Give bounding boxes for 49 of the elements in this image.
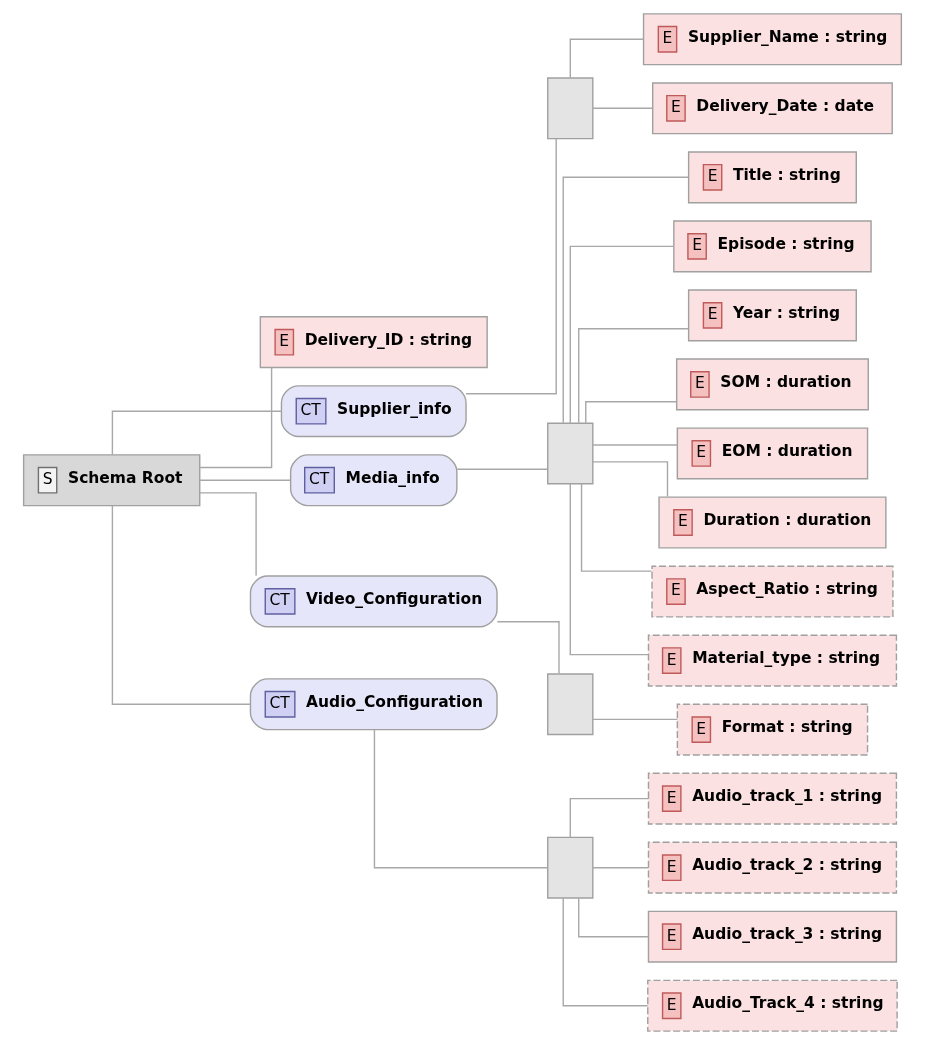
- node-box: E Duration : duration: [658, 496, 887, 549]
- connector: [592, 718, 678, 721]
- connector: [569, 483, 650, 656]
- node-box: E EOM : duration: [676, 427, 869, 480]
- connector: [569, 245, 675, 424]
- node-box: E Audio_track_3 : string: [647, 910, 898, 963]
- connector: [562, 897, 649, 1007]
- connector: [199, 479, 291, 481]
- node-box: E Delivery_ID : string: [259, 316, 488, 369]
- node-box: E Audio_track_2 : string: [647, 841, 898, 894]
- connector: [585, 401, 678, 424]
- connector: [456, 468, 549, 470]
- node-box: E Material_type : string: [647, 634, 898, 687]
- node-box: E Year : string: [687, 289, 857, 342]
- node-box: E Format : string: [676, 703, 869, 756]
- connector: [592, 444, 678, 446]
- node-box: CT Audio_Configuration: [249, 678, 498, 731]
- node-box: E Aspect_Ratio : string: [651, 565, 894, 618]
- connector: [199, 492, 257, 577]
- connector: [578, 897, 649, 938]
- node-box: E Delivery_Date : date: [652, 82, 893, 135]
- node-box: E Audio_Track_4 : string: [647, 979, 898, 1032]
- connector: [199, 366, 273, 469]
- connector: [592, 461, 669, 498]
- connector: [111, 505, 252, 705]
- node-box: [547, 836, 594, 899]
- node-box: E Episode : string: [673, 220, 872, 273]
- connector: [592, 866, 650, 869]
- connector: [578, 328, 690, 424]
- node-box: E Title : string: [687, 151, 857, 204]
- node-box: S Schema Root: [22, 454, 201, 507]
- node-box: [547, 673, 594, 736]
- node-box: CT Supplier_info: [280, 385, 467, 438]
- connector: [562, 176, 690, 424]
- node-box: [547, 77, 594, 140]
- connector: [592, 107, 654, 109]
- node-box: CT Video_Configuration: [249, 575, 498, 628]
- node-box: [547, 422, 594, 485]
- connector: [580, 483, 653, 572]
- connector: [111, 410, 282, 456]
- connector: [496, 621, 560, 675]
- node-box: E Supplier_Name : string: [642, 13, 903, 66]
- node-box: E Audio_track_1 : string: [647, 772, 898, 825]
- node-box: E SOM : duration: [675, 358, 869, 411]
- connector: [569, 797, 650, 838]
- connector: [569, 38, 644, 79]
- connector: [373, 729, 549, 869]
- node-box: CT Media_info: [289, 454, 458, 507]
- connector: [465, 138, 557, 395]
